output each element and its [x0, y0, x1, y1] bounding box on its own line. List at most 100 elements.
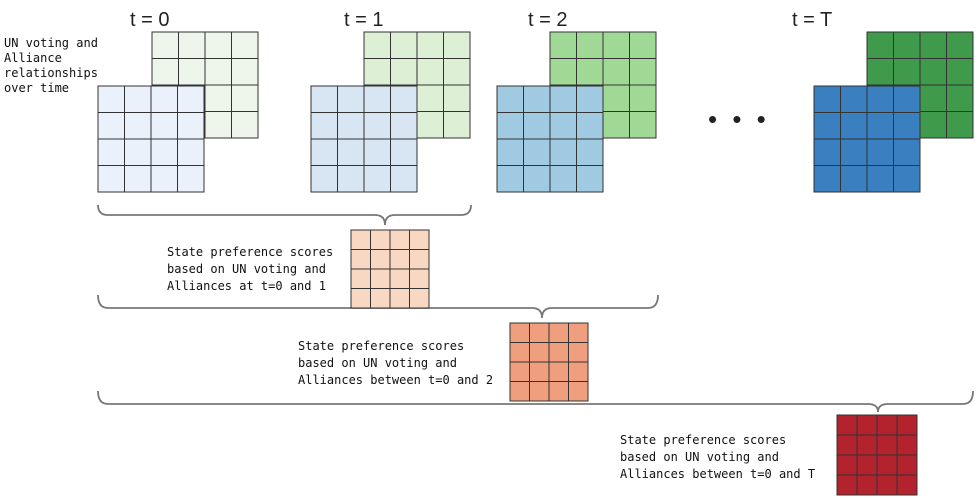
matrix-cell [876, 454, 898, 476]
matrix-cell [443, 111, 471, 139]
matrix-cell [363, 138, 391, 166]
score-caption-line: State preference scores [298, 339, 464, 353]
matrix-cell [866, 165, 894, 193]
matrix-cell [576, 138, 604, 166]
matrix-cell [856, 414, 878, 436]
side-caption-line: relationships [4, 66, 98, 80]
bracket-t0-tT [97, 390, 974, 413]
matrix-cell [509, 322, 530, 343]
matrix-cell [893, 138, 921, 166]
matrix-cell [568, 322, 589, 343]
matrix-cell [97, 112, 125, 140]
score-caption-line: based on UN voting and [298, 356, 457, 370]
un-voting-matrix-t1 [310, 85, 418, 193]
matrix-cell [177, 85, 205, 113]
side-caption-line: over time [4, 81, 69, 95]
matrix-cell [840, 112, 868, 140]
matrix-cell [813, 138, 841, 166]
matrix-cell [549, 85, 577, 113]
matrix-cell [919, 31, 947, 59]
matrix-cell [876, 474, 898, 496]
matrix-cell [529, 381, 550, 402]
matrix-cell [813, 112, 841, 140]
matrix-cell [548, 381, 569, 402]
matrix-cell [509, 361, 530, 382]
matrix-cell [443, 58, 471, 86]
matrix-cell [896, 434, 918, 456]
matrix-cell [893, 112, 921, 140]
matrix-cell [496, 165, 524, 193]
matrix-cell [390, 58, 418, 86]
matrix-cell [389, 249, 410, 270]
matrix-cell [602, 111, 630, 139]
matrix-cell [151, 58, 179, 86]
score-caption-line: Alliances between t=0 and 2 [298, 373, 493, 387]
matrix-cell [231, 111, 259, 139]
matrix-cell [310, 112, 338, 140]
matrix-cell [896, 454, 918, 476]
matrix-cell [370, 288, 391, 309]
matrix-cell [409, 288, 430, 309]
matrix-cell [549, 138, 577, 166]
matrix-cell [97, 85, 125, 113]
matrix-cell [919, 111, 947, 139]
matrix-cell [840, 85, 868, 113]
matrix-cell [496, 85, 524, 113]
matrix-cell [389, 268, 410, 289]
matrix-cell [177, 138, 205, 166]
side-caption-line: UN voting and [4, 36, 98, 50]
matrix-cell [350, 249, 371, 270]
side-caption-line: Alliance [4, 51, 62, 65]
matrix-cell [509, 381, 530, 402]
matrix-cell [866, 138, 894, 166]
matrix-cell [813, 85, 841, 113]
matrix-cell [836, 414, 858, 436]
matrix-cell [896, 414, 918, 436]
matrix-cell [836, 454, 858, 476]
matrix-cell [231, 58, 259, 86]
matrix-cell [602, 58, 630, 86]
matrix-cell [629, 111, 657, 139]
matrix-cell [523, 138, 551, 166]
side-caption: UN voting and Alliance relationships ove… [4, 36, 105, 95]
matrix-cell [363, 31, 391, 59]
matrix-cell [370, 229, 391, 250]
matrix-cell [836, 434, 858, 456]
un-voting-matrix-tT [813, 85, 921, 193]
matrix-cell [919, 58, 947, 86]
un-voting-matrix-t0 [97, 85, 205, 193]
matrix-cell [350, 229, 371, 250]
matrix-cell [813, 165, 841, 193]
matrix-cell [509, 342, 530, 363]
matrix-cell [549, 165, 577, 193]
matrix-cell [390, 138, 418, 166]
matrix-cell [866, 58, 894, 86]
matrix-cell [866, 31, 894, 59]
matrix-cell [390, 112, 418, 140]
matrix-cell [523, 165, 551, 193]
matrix-cell [523, 112, 551, 140]
matrix-cell [350, 268, 371, 289]
matrix-cell [840, 138, 868, 166]
matrix-cell [856, 434, 878, 456]
matrix-cell [946, 31, 974, 59]
score-caption-line: State preference scores [167, 245, 333, 259]
matrix-cell [840, 165, 868, 193]
matrix-cell [496, 138, 524, 166]
matrix-cell [602, 84, 630, 112]
matrix-cell [124, 165, 152, 193]
bracket-t0-t1 [97, 204, 472, 226]
matrix-cell [576, 31, 604, 59]
matrix-cell [310, 138, 338, 166]
matrix-cell [946, 111, 974, 139]
matrix-cell [893, 58, 921, 86]
matrix-cell [568, 361, 589, 382]
matrix-cell [178, 31, 206, 59]
matrix-cell [310, 85, 338, 113]
matrix-cell [549, 58, 577, 86]
matrix-cell [150, 138, 178, 166]
matrix-cell [337, 85, 365, 113]
matrix-cell [337, 165, 365, 193]
matrix-cell [529, 361, 550, 382]
matrix-cell [919, 84, 947, 112]
